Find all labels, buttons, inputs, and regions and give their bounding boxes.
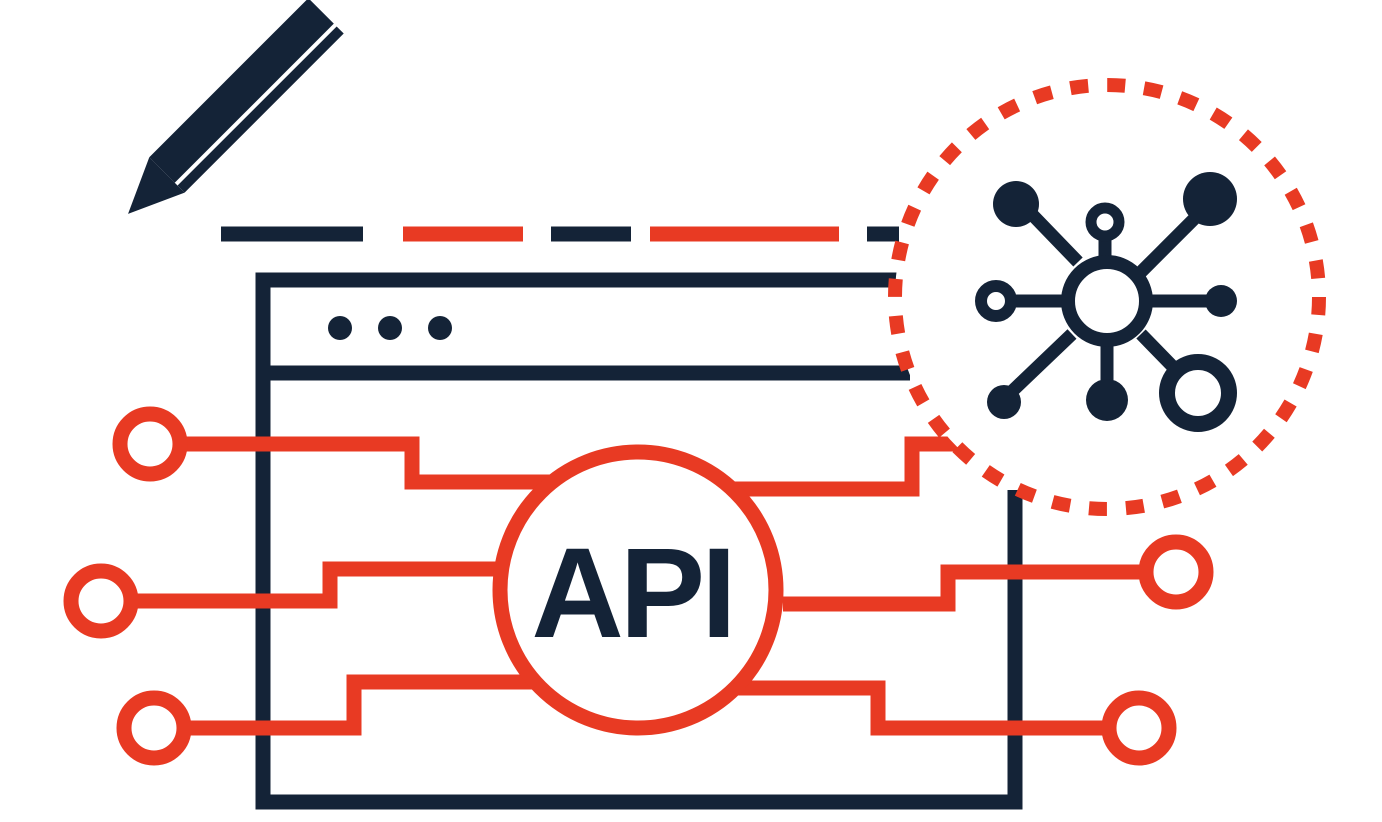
- window-dot-icon: [378, 316, 402, 340]
- trace-left-middle: [135, 561, 500, 609]
- api-circle-ring: [492, 444, 784, 736]
- browser-window-dots: [328, 316, 452, 340]
- network-hub-icon: [975, 172, 1237, 432]
- connector-nodes: [63, 406, 1214, 766]
- connector-node-icon: [63, 563, 139, 639]
- hub-node: [987, 385, 1021, 419]
- hub-node-ring: [1085, 202, 1125, 242]
- connector-node-icon: [1138, 534, 1214, 610]
- api-circle-icon: API: [492, 444, 784, 736]
- trace-right-bottom: [735, 680, 1105, 736]
- hub-node: [993, 181, 1039, 227]
- pencil-body: [149, 0, 334, 183]
- browser-window-frame: [255, 272, 1023, 810]
- trace-left-top: [183, 436, 555, 490]
- hub-node-ring: [975, 280, 1017, 322]
- trace-left-bottom: [187, 674, 535, 736]
- connector-node-icon: [116, 690, 192, 766]
- connector-node-icon: [1101, 690, 1177, 766]
- hub-node: [1183, 172, 1237, 226]
- hub-node: [1086, 379, 1128, 421]
- hub-node-ring: [1159, 354, 1237, 432]
- hub-node: [1205, 285, 1237, 317]
- hub-spoke: [1000, 329, 1077, 403]
- pencil-icon: [128, 0, 344, 214]
- browser-window-icon: [255, 272, 1023, 810]
- circuit-traces: [135, 436, 1142, 736]
- pencil-edge: [177, 26, 344, 193]
- api-label: API: [531, 522, 732, 665]
- window-dot-icon: [428, 316, 452, 340]
- trace-right-top: [735, 436, 958, 497]
- hub-center-node: [1061, 255, 1153, 347]
- window-dot-icon: [328, 316, 352, 340]
- trace-right-middle: [783, 564, 1142, 612]
- connector-node-icon: [112, 406, 188, 482]
- pencil-tip: [128, 157, 185, 214]
